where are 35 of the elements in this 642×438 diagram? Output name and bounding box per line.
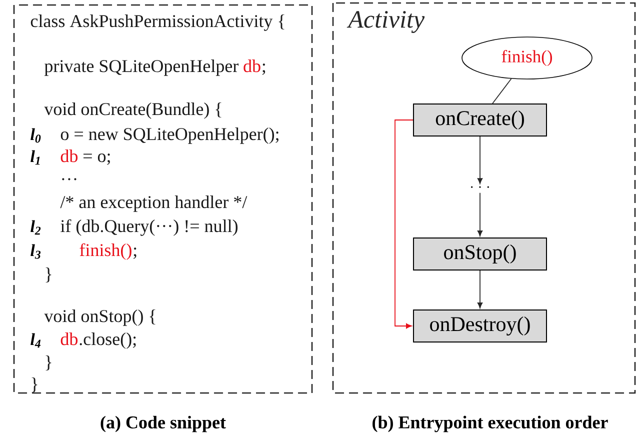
figure-caption: (a) Code snippet: [100, 416, 226, 432]
code-text: ;: [262, 64, 266, 75]
line-marker: l$_{3}$: [30, 244, 41, 259]
panel-heading: Activity: [346, 11, 425, 33]
code-text: }: [32, 378, 38, 392]
code-text: finish(): [80, 243, 132, 260]
code-text: .close();: [80, 332, 136, 349]
code-text: /* an exception handler */: [60, 196, 248, 212]
callback-box: onDestroy(): [413, 310, 547, 342]
code-text: class AskPushPermissionActivity {: [30, 14, 284, 31]
ellipsis: · · ·: [471, 186, 489, 188]
code-text: db: [60, 150, 78, 162]
code-text: …: [62, 178, 76, 180]
code-text: db: [60, 332, 78, 346]
code-text: if (db.Query(···) != null): [60, 219, 238, 236]
code-text: }: [46, 356, 52, 370]
arrow: [477, 136, 483, 184]
code-text: db: [244, 60, 260, 72]
line-marker: l$_{4}$: [30, 333, 41, 348]
code-text: ;: [134, 248, 136, 259]
arrow: [477, 192, 483, 236]
callback-box: onCreate(): [413, 104, 547, 136]
code-text: = o;: [84, 154, 110, 165]
callback-box: onStop(): [413, 238, 547, 270]
line-marker: l$_{2}$: [30, 220, 41, 235]
code-text: }: [46, 268, 52, 282]
code-text: private SQLiteOpenHelper: [44, 60, 238, 76]
line-marker: l$_{0}$: [30, 128, 41, 143]
code-text: void onCreate(Bundle) {: [44, 102, 222, 119]
arrow: [477, 270, 483, 308]
code-text: o = new SQLiteOpenHelper();: [60, 128, 278, 144]
figure-caption: (b) Entrypoint execution order: [372, 416, 608, 432]
line-marker: l$_{1}$: [30, 150, 40, 165]
code-text: void onStop() {: [44, 310, 156, 326]
arrow: [394, 120, 414, 329]
